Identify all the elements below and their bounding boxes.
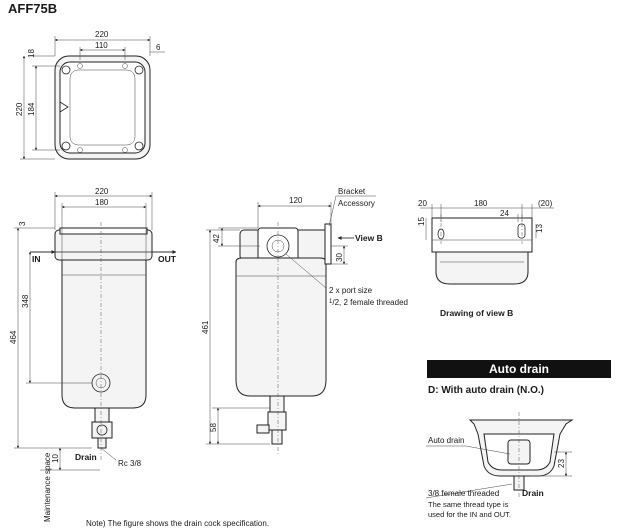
side-view: 120 Bracket Accessory 42 View B 30 2 x p… — [201, 187, 408, 455]
auto-drain-banner-text: Auto drain — [489, 362, 549, 376]
label-rc: Rc 3/8 — [118, 459, 142, 468]
side-dim-30: 30 — [335, 253, 344, 262]
auto-drain-label: Auto drain — [428, 436, 464, 445]
side-label-view-b: View B — [355, 233, 383, 243]
side-label-accessory: Accessory — [338, 199, 375, 208]
top-dim-right: 6 — [156, 43, 161, 52]
front-dim-348: 348 — [21, 294, 30, 308]
view-b-plate — [431, 217, 533, 253]
viewb-dim-center: 180 — [474, 199, 488, 208]
viewb-dim-left: 20 — [418, 199, 427, 208]
auto-drain-heading: D: With auto drain (N.O.) — [428, 385, 544, 396]
side-label-port: 2 x port size — [329, 286, 373, 295]
side-dim-width: 120 — [289, 196, 303, 205]
top-dim-pitch: 110 — [95, 41, 108, 50]
auto-drain-note-2: used for the IN and OUT. — [428, 510, 511, 519]
view-b: 20 180 (20) 24 15 13 Drawing of view B — [417, 199, 554, 318]
auto-drain-banner — [427, 360, 611, 378]
top-dim-width: 220 — [95, 30, 109, 39]
top-dim-height: 220 — [15, 102, 24, 116]
auto-drain-section: Auto drain D: With auto drain (N.O.) Aut… — [425, 360, 611, 519]
top-dim-hole-height: 184 — [27, 102, 36, 116]
side-dim-461: 461 — [201, 320, 210, 334]
side-dim-58: 58 — [209, 423, 218, 432]
viewb-dim-slot-h: 13 — [535, 224, 544, 233]
footer-note: Note) The figure shows the drain cock sp… — [86, 519, 269, 528]
front-dim-width: 220 — [95, 187, 109, 196]
label-maintenance: Maintenance space — [43, 452, 52, 522]
side-bowl — [235, 257, 327, 397]
viewb-dim-hole-h: 15 — [417, 217, 426, 226]
label-front-drain: Drain — [75, 452, 97, 462]
front-view: IN OUT 220 180 3 348 464 10 Maintenance … — [9, 187, 177, 522]
viewb-caption: Drawing of view B — [440, 308, 513, 318]
auto-drain-dim: 23 — [557, 459, 566, 468]
model-title: AFF75B — [8, 1, 57, 16]
side-dim-42: 42 — [212, 234, 221, 243]
side-label-thread: 1/2, 2 female threaded — [329, 298, 408, 307]
front-dim-464: 464 — [9, 330, 18, 344]
label-out: OUT — [158, 254, 177, 264]
viewb-dim-right: (20) — [538, 199, 553, 208]
auto-drain-drain: Drain — [522, 488, 544, 498]
viewb-dim-slot: 24 — [500, 209, 509, 218]
auto-drain-note-1: The same thread type is — [428, 500, 509, 509]
label-in: IN — [32, 254, 41, 264]
top-dim-left: 18 — [27, 49, 36, 58]
top-view: 220 110 6 220 184 18 — [15, 30, 165, 160]
front-bowl — [61, 259, 147, 409]
front-dim-body: 180 — [95, 198, 109, 207]
front-dim-maint: 10 — [51, 454, 60, 463]
side-label-bracket: Bracket — [338, 187, 366, 196]
front-dim-top: 3 — [18, 221, 27, 226]
auto-drain-thread: 3/8 female threaded — [428, 489, 499, 498]
